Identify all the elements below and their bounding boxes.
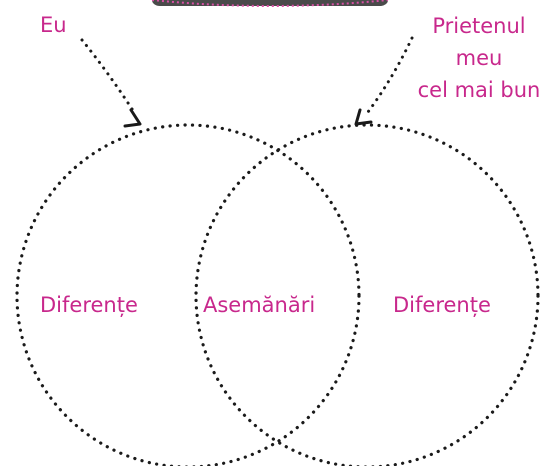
label-best-friend-line-1: Prietenul — [432, 14, 526, 38]
left-circle — [15, 123, 361, 466]
right-circle — [194, 123, 540, 466]
top-banner-fragment — [151, 0, 389, 7]
label-differences-right: Diferențe — [393, 293, 491, 317]
arrow-me-to-left-circle — [80, 38, 142, 128]
label-similarities: Asemănări — [203, 293, 316, 317]
label-me: Eu — [40, 13, 67, 37]
label-best-friend-line-3: cel mai bun — [417, 78, 541, 102]
arrow-friend-to-right-circle — [354, 36, 414, 126]
label-differences-left: Diferențe — [40, 293, 138, 317]
label-best-friend: Prietenul meu cel mai bun — [400, 10, 558, 106]
label-best-friend-line-2: meu — [455, 46, 503, 70]
